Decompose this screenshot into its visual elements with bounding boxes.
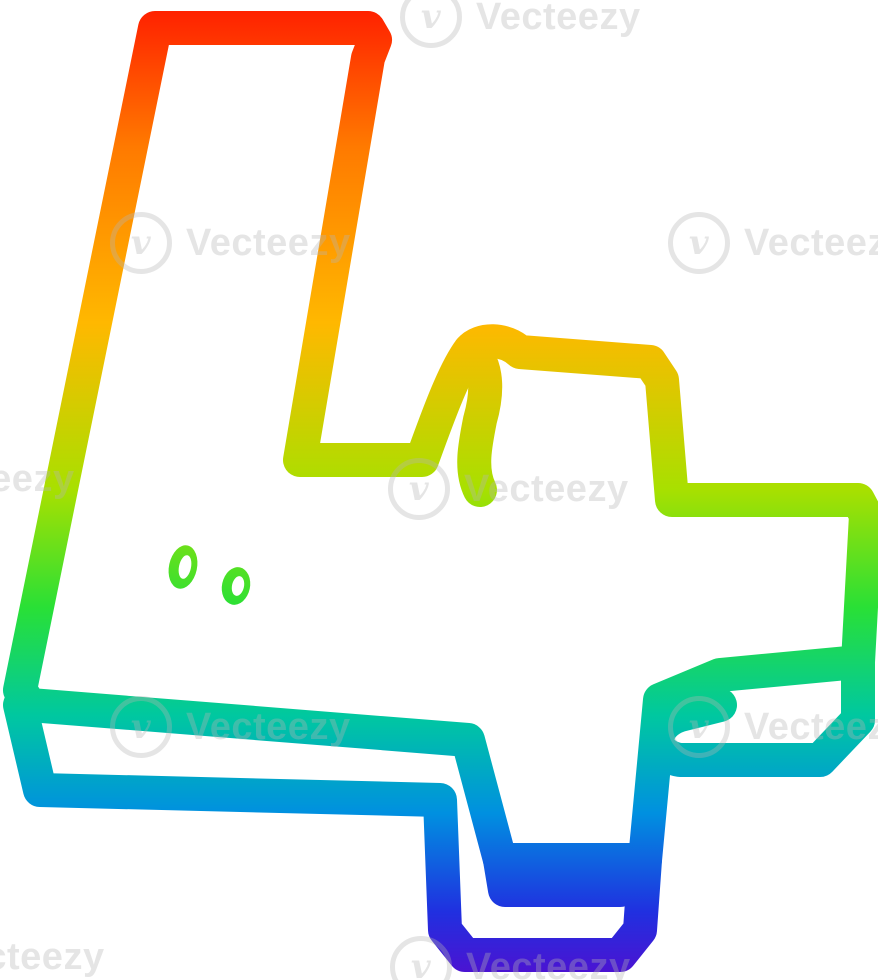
vecteezy-logo-icon: v: [110, 696, 172, 758]
watermark-bottom-left: Vecteezy: [0, 936, 105, 978]
vecteezy-logo-icon: v: [668, 696, 730, 758]
watermark-top: v Vecteezy: [400, 0, 641, 48]
four-extrusion: [3, 688, 662, 972]
watermark-row1-left: v Vecteezy: [110, 212, 351, 274]
watermark-row2-left: Vecteezy: [0, 458, 75, 500]
watermark-row3-left: v Vecteezy: [110, 696, 351, 758]
vecteezy-logo-icon: v: [400, 0, 462, 48]
vecteezy-logo-icon: v: [388, 458, 450, 520]
eye-dots: [168, 545, 251, 605]
vecteezy-logo-icon: v: [668, 212, 730, 274]
vecteezy-logo-icon: v: [390, 936, 452, 980]
vecteezy-logo-icon: v: [110, 212, 172, 274]
watermark-row2-right: v Vecteezy: [388, 458, 629, 520]
watermark-bottom-right: v Vecteezy: [390, 936, 631, 980]
step-notch: [453, 333, 503, 507]
watermark-row1-right: v Vecteezy: [668, 212, 878, 274]
watermark-row3-right: v Vecteezy: [668, 696, 878, 758]
